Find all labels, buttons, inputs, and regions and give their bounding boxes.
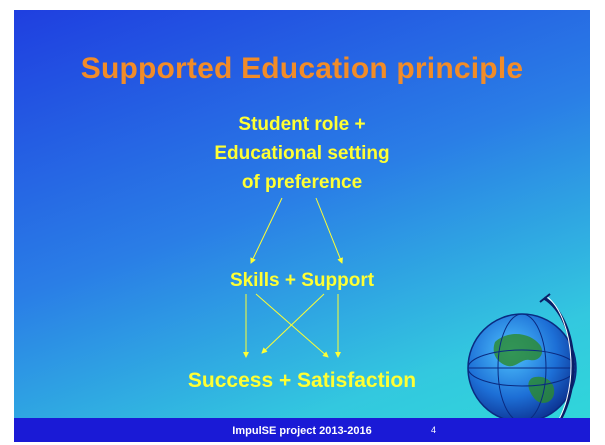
node-line: Success + Satisfaction <box>187 369 417 392</box>
node-line: Educational setting <box>214 143 390 164</box>
node-student-role: Student role + Educational setting of pr… <box>14 110 590 197</box>
diagram-arrows <box>243 197 343 358</box>
arrow-skills-cross-right <box>261 293 325 354</box>
node-skills-support: Skills + Support <box>14 266 590 295</box>
node-line: Student role + <box>238 114 366 135</box>
footer-bar: ImpulSE project 2013-2016 4 <box>14 418 590 442</box>
arrow-skills-cross-left <box>255 293 329 358</box>
node-line: Skills + Support <box>229 270 375 291</box>
arrow-student-to-skills-right <box>315 197 343 264</box>
footer-text: ImpulSE project 2013-2016 <box>232 425 372 437</box>
globe-icon <box>467 293 577 441</box>
node-line: of preference <box>241 172 363 193</box>
slide: Supported Education principle Student ro… <box>14 10 590 442</box>
node-success-satisfaction: Success + Satisfaction <box>14 366 590 395</box>
slide-title: Supported Education principle <box>80 52 524 85</box>
arrow-student-to-skills-left <box>250 197 283 264</box>
page-number: 4 <box>430 425 436 435</box>
